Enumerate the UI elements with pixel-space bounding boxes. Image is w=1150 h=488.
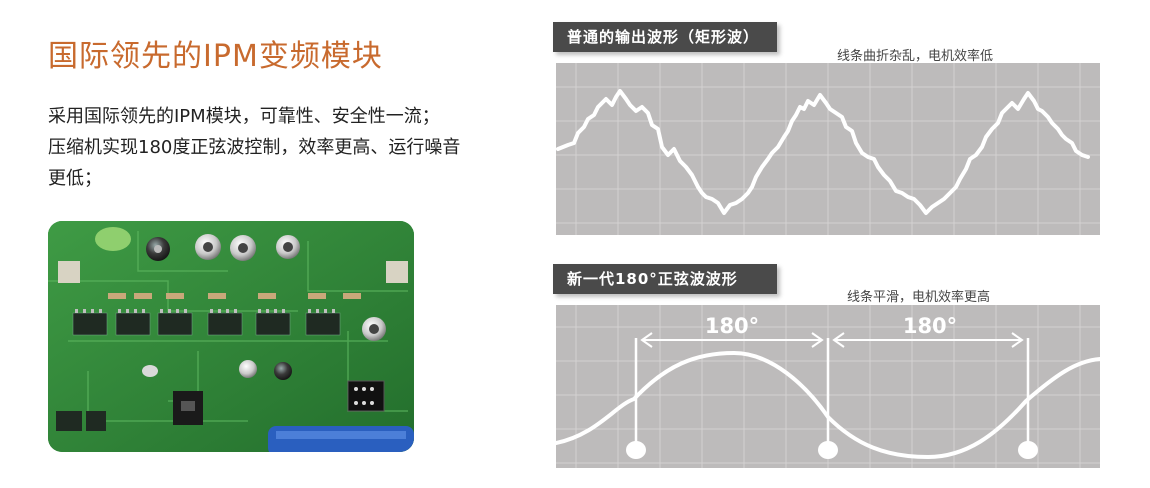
phase-markers [634,338,1030,445]
arrow-right-span [832,332,1024,348]
circuit-board-illustration [48,221,414,452]
rectangular-wave-graph [556,63,1100,235]
sine-wave-panel: 180° 180° [556,305,1100,468]
angle-label-right: 180° [903,314,957,338]
panel2-label: 新一代180°正弦波波形 [553,264,777,294]
description-line-1: 采用国际领先的IPM模块，可靠性、安全性一流； [48,106,440,127]
angle-label-left: 180° [705,314,759,338]
panel1-note: 线条曲折杂乱，电机效率低 [837,49,994,64]
sine-wave-graph: 180° 180° [556,305,1100,468]
panel2-note: 线条平滑，电机效率更高 [847,290,991,305]
rectangular-wave-panel [556,63,1100,235]
section-title: 国际领先的IPM变频模块 [48,39,383,74]
ipm-circuit-board-image [48,221,414,452]
arrow-left-span [640,332,824,348]
feature-description: 采用国际领先的IPM模块，可靠性、安全性一流； 压缩机实现180度正弦波控制，效… [48,101,478,194]
jagged-wave-line [556,89,1090,215]
description-line-2: 压缩机实现180度正弦波控制，效率更高、运行噪音 [48,137,461,158]
marker-dots [626,441,1038,459]
wave-grid [556,63,1100,235]
panel1-label: 普通的输出波形（矩形波） [553,22,777,52]
description-line-3: 更低； [48,168,102,189]
